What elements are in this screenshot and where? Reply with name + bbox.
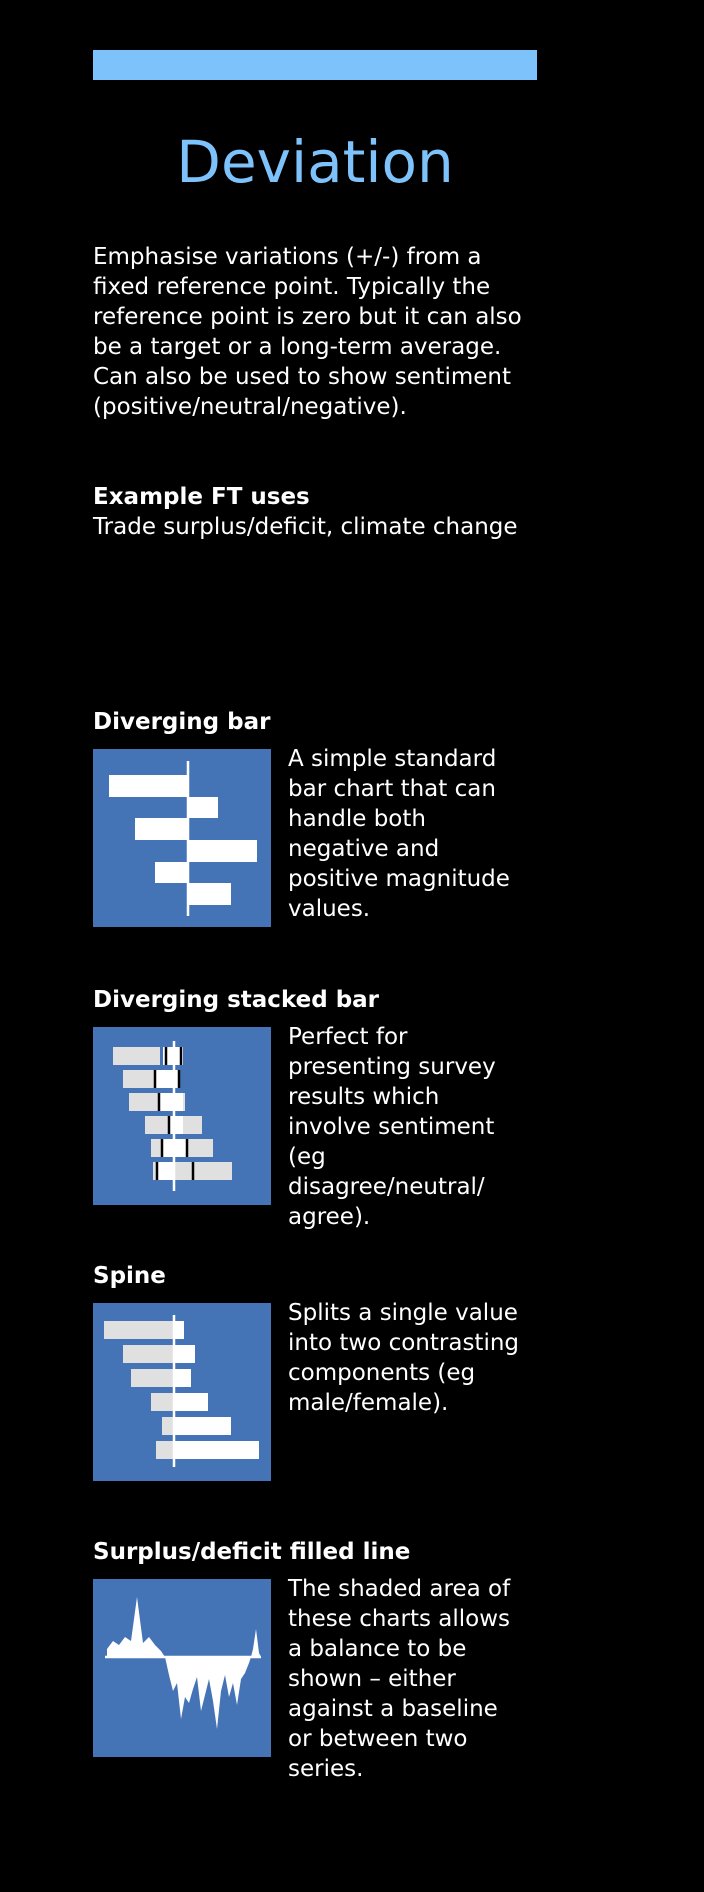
chart-type-title: Diverging stacked bar bbox=[93, 987, 380, 1013]
diverging-stacked-bar-thumbnail bbox=[93, 1027, 271, 1205]
chart-type-description: Splits a single value into two contrasti… bbox=[288, 1300, 520, 1416]
uses-text: Trade surplus/deficit, climate change bbox=[93, 514, 518, 540]
intro-text: Emphasise variations (+/-) from a fixed … bbox=[93, 244, 522, 420]
chart-type-title: Spine bbox=[93, 1263, 166, 1289]
surplus-deficit-filled-line-thumbnail bbox=[93, 1579, 271, 1757]
chart-type-title: Surplus/deficit filled line bbox=[93, 1539, 411, 1565]
chart-type-title: Diverging bar bbox=[93, 709, 271, 735]
spine-thumbnail bbox=[93, 1303, 271, 1481]
chart-type-description: The shaded area of these charts allows a… bbox=[288, 1576, 511, 1782]
chart-type-description: A simple standard bar chart that can han… bbox=[288, 746, 510, 922]
uses-heading: Example FT uses bbox=[93, 484, 310, 510]
chart-type-diverging-stacked-bar: Diverging stacked bar bbox=[93, 985, 543, 1232]
page-title: Deviation bbox=[176, 128, 454, 196]
diverging-bar-thumbnail bbox=[93, 749, 271, 927]
chart-type-description: Perfect for presenting survey results wh… bbox=[288, 1024, 496, 1230]
chart-type-diverging-bar: Diverging bar A simple standard bar char… bbox=[93, 707, 543, 927]
chart-type-surplus-deficit-filled-line: Surplus/deficit filled line The shaded a… bbox=[93, 1537, 543, 1784]
chart-type-spine: Spine bbox=[93, 1261, 543, 1481]
header-accent-bar bbox=[93, 50, 537, 80]
